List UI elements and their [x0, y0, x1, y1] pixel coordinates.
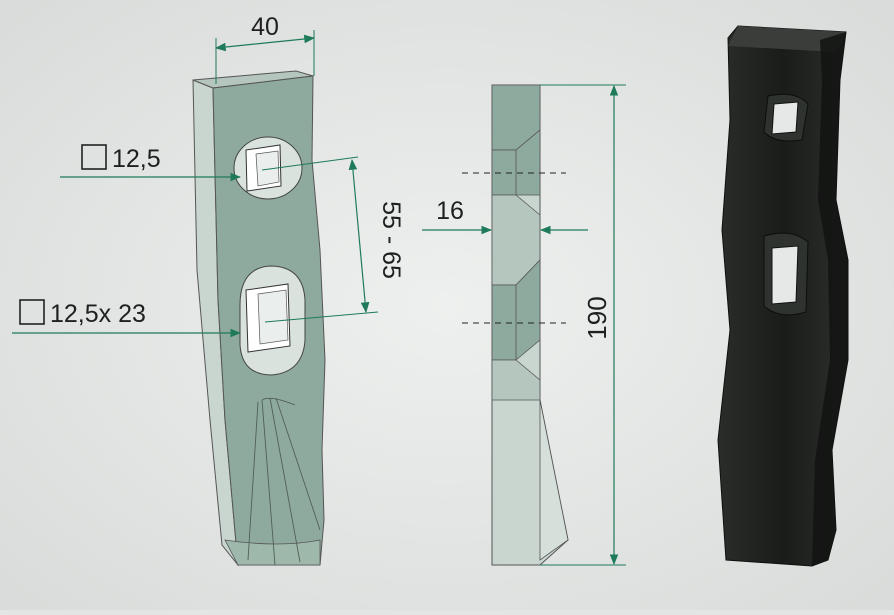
width-label: 40 — [251, 13, 279, 41]
side-bevel — [539, 399, 569, 561]
spacing-dimension-line — [348, 158, 370, 314]
front-view: 40 12,5 12,5x 23 55 - 65 — [12, 13, 405, 567]
spacing-label: 55 - 65 — [377, 201, 405, 279]
part-photo — [717, 25, 849, 567]
side-view: 16 190 — [422, 84, 626, 566]
length-label: 190 — [582, 296, 612, 339]
photo-slot-hole — [771, 245, 799, 305]
slot-hole-label: 12,5x 23 — [50, 300, 146, 328]
photo-square-hole — [771, 101, 799, 135]
grind-lines — [247, 397, 321, 566]
square-symbol-icon-2 — [19, 299, 45, 325]
square-hole-label: 12,5 — [112, 145, 161, 173]
front-bottom-bevel — [224, 539, 321, 566]
thickness-label: 16 — [436, 197, 464, 225]
square-symbol-icon — [81, 144, 107, 170]
width-dimension-line — [214, 34, 316, 52]
